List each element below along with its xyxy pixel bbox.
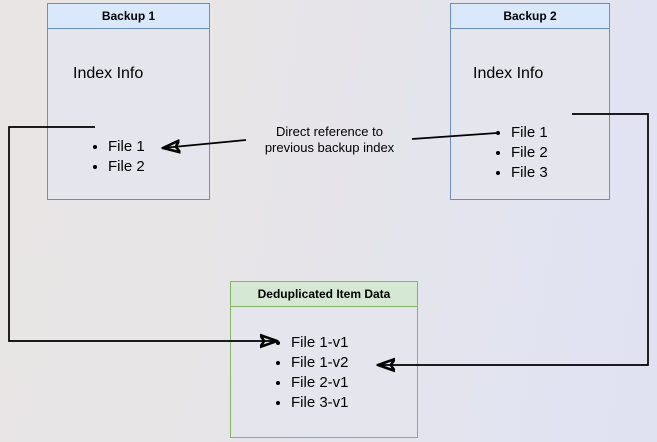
annotation-line-2: previous backup index — [264, 140, 395, 155]
backup-2-box: Backup 2 Index Info File 1 File 2 File 3 — [450, 3, 610, 200]
backup-2-file-list: File 1 File 2 File 3 — [493, 123, 548, 183]
backup-1-file-list: File 1 File 2 — [90, 137, 145, 177]
annotation-line-1: Direct reference to — [276, 124, 383, 139]
deduplicated-item-data-body: File 1-v1 File 1-v2 File 2-v1 File 3-v1 — [231, 307, 417, 437]
backup-2-index-label: Index Info — [473, 65, 544, 82]
dedup-file-list: File 1-v1 File 1-v2 File 2-v1 File 3-v1 — [273, 333, 349, 413]
list-item: File 1 — [108, 137, 145, 157]
list-item: File 3-v1 — [291, 393, 349, 413]
direct-reference-annotation: Direct reference to previous backup inde… — [247, 124, 412, 156]
backup-2-body: Index Info File 1 File 2 File 3 — [451, 29, 609, 199]
backup-1-body: Index Info File 1 File 2 — [48, 29, 209, 199]
deduplicated-item-data-header: Deduplicated Item Data — [231, 282, 417, 307]
list-item: File 1-v2 — [291, 353, 349, 373]
backup-2-header: Backup 2 — [451, 4, 609, 29]
list-item: File 1-v1 — [291, 333, 349, 353]
deduplicated-item-data-box: Deduplicated Item Data File 1-v1 File 1-… — [230, 281, 418, 438]
list-item: File 2 — [511, 143, 548, 163]
backup-1-header: Backup 1 — [48, 4, 209, 29]
list-item: File 2-v1 — [291, 373, 349, 393]
list-item: File 1 — [511, 123, 548, 143]
backup-1-index-label: Index Info — [73, 65, 144, 82]
list-item: File 2 — [108, 157, 145, 177]
list-item: File 3 — [511, 163, 548, 183]
backup-1-box: Backup 1 Index Info File 1 File 2 — [47, 3, 210, 200]
